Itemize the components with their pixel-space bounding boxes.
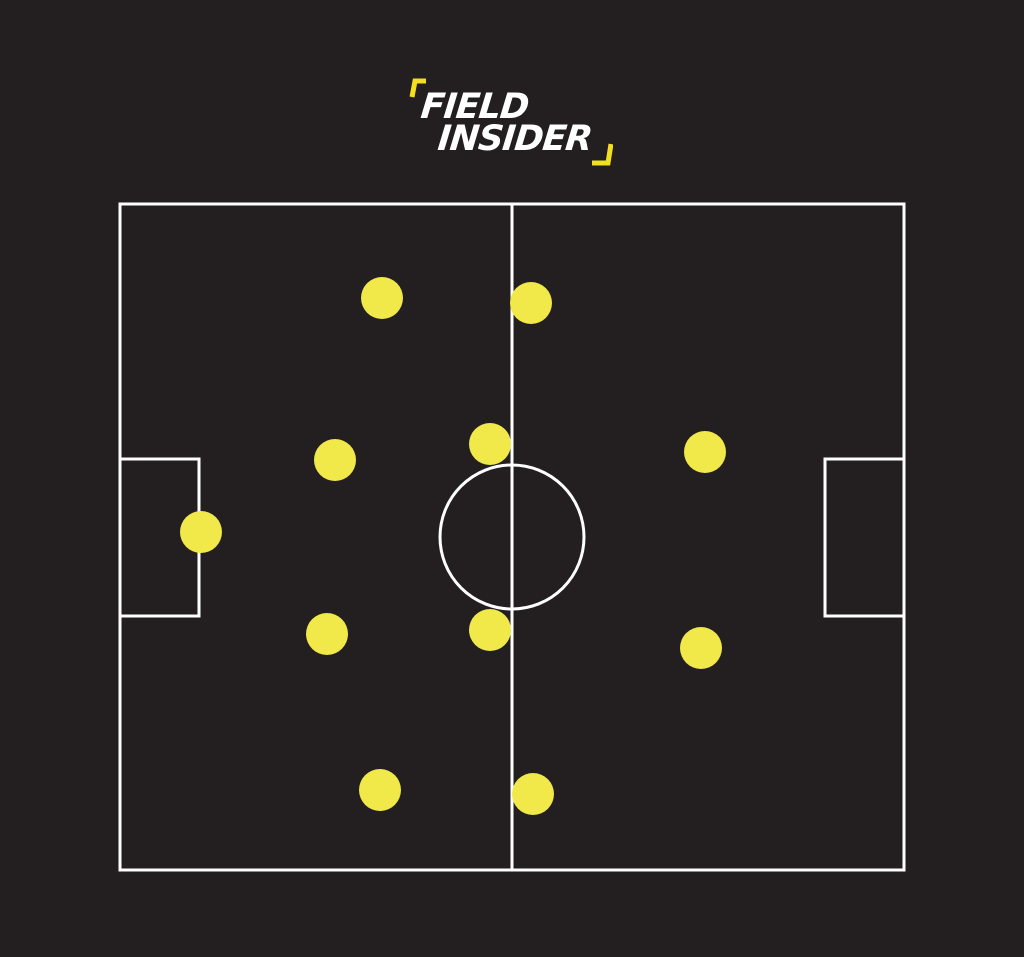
player-right-back bbox=[359, 769, 401, 811]
player-left-back bbox=[361, 277, 403, 319]
player-striker-right bbox=[680, 627, 722, 669]
player-center-back-left bbox=[314, 439, 356, 481]
player-central-midfielder-right bbox=[469, 609, 511, 651]
right-penalty-box bbox=[823, 457, 906, 618]
logo-bracket-top-left bbox=[409, 76, 427, 98]
player-right-midfielder bbox=[512, 773, 554, 815]
player-markers bbox=[180, 277, 726, 815]
player-striker-left bbox=[684, 431, 726, 473]
player-central-midfielder-left bbox=[469, 423, 511, 465]
logo-bracket-bottom-right bbox=[591, 140, 613, 166]
player-left-midfielder bbox=[510, 282, 552, 324]
field-insider-logo: FIELD INSIDER bbox=[405, 76, 620, 172]
player-center-back-right bbox=[306, 613, 348, 655]
center-circle bbox=[438, 463, 586, 611]
player-goalkeeper bbox=[180, 511, 222, 553]
